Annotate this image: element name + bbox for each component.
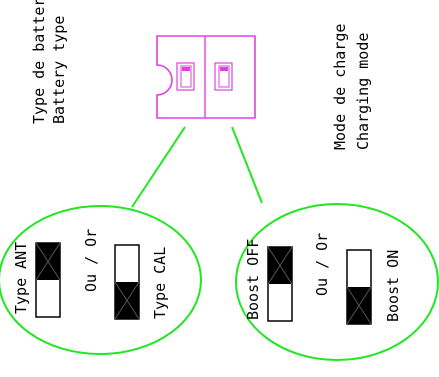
battery-type-label-fr: Type de batterie (30, 0, 48, 124)
battery-type-label-en: Battery type (50, 16, 68, 124)
right-option-b-label: Boost ON (384, 250, 402, 322)
switch-on-icon (35, 242, 61, 318)
charge-mode-label-fr: Mode de charge (331, 24, 349, 150)
left-option-a-label: Type ANT (12, 242, 30, 314)
right-option-a-label: Boost OFF (244, 239, 262, 320)
right-or-label: Ou / Or (313, 233, 331, 296)
switch-off-icon (346, 249, 372, 325)
connector-line-left (131, 126, 186, 208)
left-option-b-label: Type CAL (151, 247, 169, 319)
right-bubble: Boost OFF Ou / Or Boost ON (235, 203, 439, 361)
connector-line-right (231, 126, 263, 204)
left-bubble: Type ANT Ou / Or Type CAL (0, 205, 202, 355)
left-or-label: Ou / Or (82, 229, 100, 292)
charge-mode-label-en: Charging mode (354, 33, 372, 150)
switch-off-icon (114, 244, 140, 320)
switch-on-icon (267, 246, 293, 322)
dip-switch-2-icon (214, 62, 233, 91)
dip-switch-1-icon (176, 62, 195, 91)
dip-switch-icon (156, 35, 256, 119)
